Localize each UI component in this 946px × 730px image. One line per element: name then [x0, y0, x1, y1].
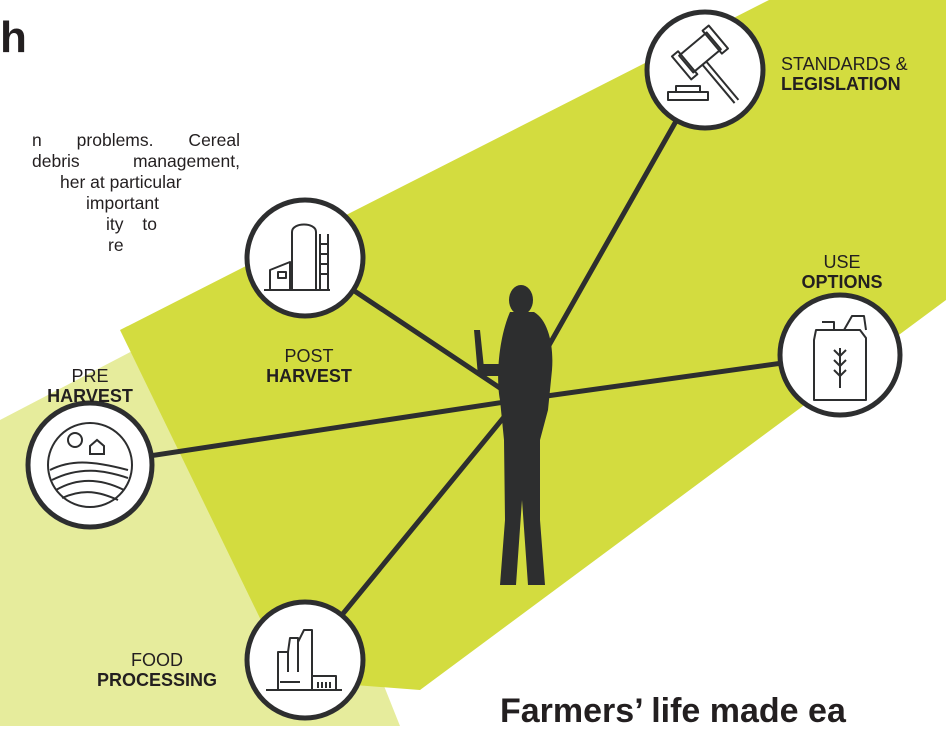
factory-icon [266, 629, 342, 691]
label-bottom: PROCESSING [96, 670, 218, 690]
jerrycan-wheat-icon [813, 315, 867, 401]
page-heading-fragment: h [0, 13, 27, 62]
person-with-laptop-icon [474, 285, 553, 585]
intro-line: important [86, 193, 159, 213]
line-pre-harvest [87, 397, 521, 468]
gavel-icon [667, 24, 740, 104]
label-bottom: LEGISLATION [781, 74, 901, 94]
label-top: FOOD [131, 650, 183, 670]
label-bottom: OPTIONS [801, 272, 883, 292]
field-landscape-icon [47, 422, 133, 508]
label-post-harvest: POST HARVEST [264, 346, 354, 386]
intro-line: re [108, 235, 124, 255]
label-pre-harvest: PRE HARVEST [40, 366, 140, 406]
intro-paragraph: n problems. Cereal debris management, he… [0, 130, 240, 256]
label-top: PRE [71, 366, 109, 386]
label-standards-legislation: STANDARDS & LEGISLATION [781, 54, 908, 94]
label-food-processing: FOOD PROCESSING [82, 650, 232, 690]
label-top: STANDARDS & [781, 54, 908, 74]
intro-line: debris management, [32, 151, 240, 171]
intro-line: ity to [106, 214, 157, 234]
label-top: USE [823, 252, 861, 272]
node-circle-food-processing [244, 599, 366, 721]
tagline-heading: Farmers’ life made ea [500, 692, 846, 730]
label-top: POST [284, 346, 334, 366]
silo-icon [264, 223, 330, 291]
intro-line: her at particular [60, 172, 182, 192]
node-circle-post-harvest [244, 197, 366, 319]
node-circle-pre-harvest [25, 400, 155, 530]
label-bottom: HARVEST [47, 386, 133, 406]
label-use-options: USE OPTIONS [792, 252, 892, 292]
intro-line: n problems. Cereal [32, 130, 240, 150]
label-bottom: HARVEST [266, 366, 352, 386]
